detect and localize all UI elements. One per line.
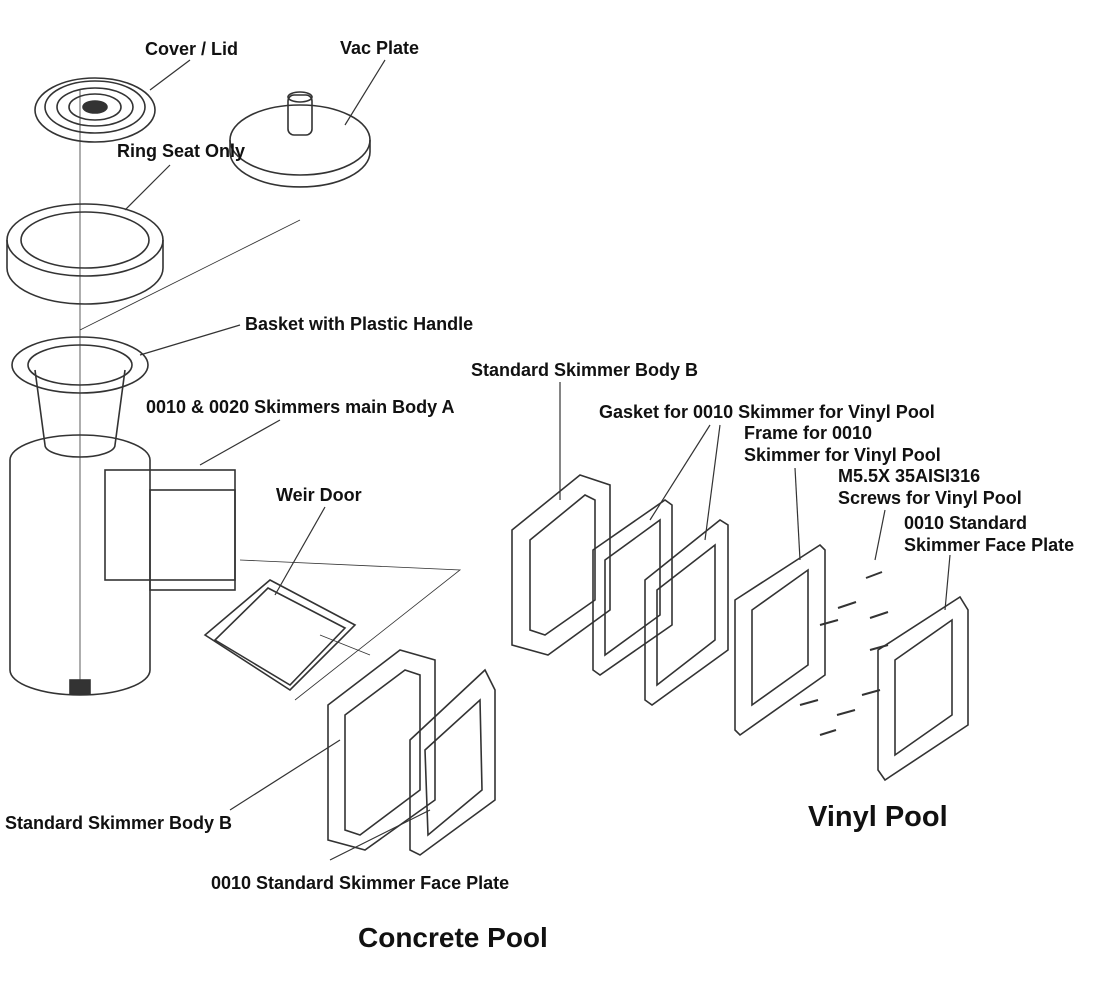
label-frame-line1: Frame for 0010: [744, 423, 873, 443]
section-title-vinyl: Vinyl Pool: [808, 801, 948, 833]
label-frame: Frame for 0010 Skimmer for Vinyl Pool: [744, 422, 941, 466]
gasket-2-drawing: [644, 519, 729, 706]
vac-plate-drawing: [229, 91, 371, 188]
cover-lid-drawing: [34, 77, 156, 143]
concrete-body-b-drawing: [327, 649, 436, 851]
label-screws: M5.5X 35AISI316 Screws for Vinyl Pool: [838, 465, 1022, 509]
label-screws-line1: M5.5X 35AISI316: [838, 466, 981, 486]
label-frame-line2: Skimmer for Vinyl Pool: [744, 445, 941, 465]
label-main-body-a: 0010 & 0020 Skimmers main Body A: [146, 397, 455, 417]
vinyl-face-plate-drawing: [877, 595, 969, 782]
label-gasket: Gasket for 0010 Skimmer for Vinyl Pool: [599, 402, 935, 422]
label-face-plate-vinyl-line2: Skimmer Face Plate: [904, 535, 1075, 555]
label-screws-line2: Screws for Vinyl Pool: [838, 488, 1022, 508]
frame-drawing: [734, 543, 826, 737]
concrete-face-plate-drawing: [409, 668, 496, 856]
label-face-plate-concrete: 0010 Standard Skimmer Face Plate: [211, 873, 510, 893]
gasket-drawing: [592, 499, 673, 676]
vinyl-body-b-drawing: [511, 474, 611, 656]
label-body-b-bottom: Standard Skimmer Body B: [5, 813, 233, 833]
main-body-a-drawing: [9, 336, 236, 696]
leader-lines: [79, 59, 951, 861]
label-weir-door: Weir Door: [276, 485, 362, 505]
label-face-plate-vinyl: 0010 Standard Skimmer Face Plate: [904, 512, 1074, 556]
label-cover-lid: Cover / Lid: [145, 39, 239, 59]
label-body-b-top: Standard Skimmer Body B: [471, 360, 699, 380]
screws-drawing: [799, 571, 889, 736]
label-basket: Basket with Plastic Handle: [245, 314, 474, 334]
ring-seat-drawing: [6, 203, 164, 305]
label-face-plate-vinyl-line1: 0010 Standard: [904, 513, 1028, 533]
label-ring-seat: Ring Seat Only: [117, 141, 246, 161]
weir-door-drawing: [203, 579, 357, 692]
section-title-concrete: Concrete Pool: [358, 922, 548, 953]
label-vac-plate: Vac Plate: [340, 38, 420, 58]
